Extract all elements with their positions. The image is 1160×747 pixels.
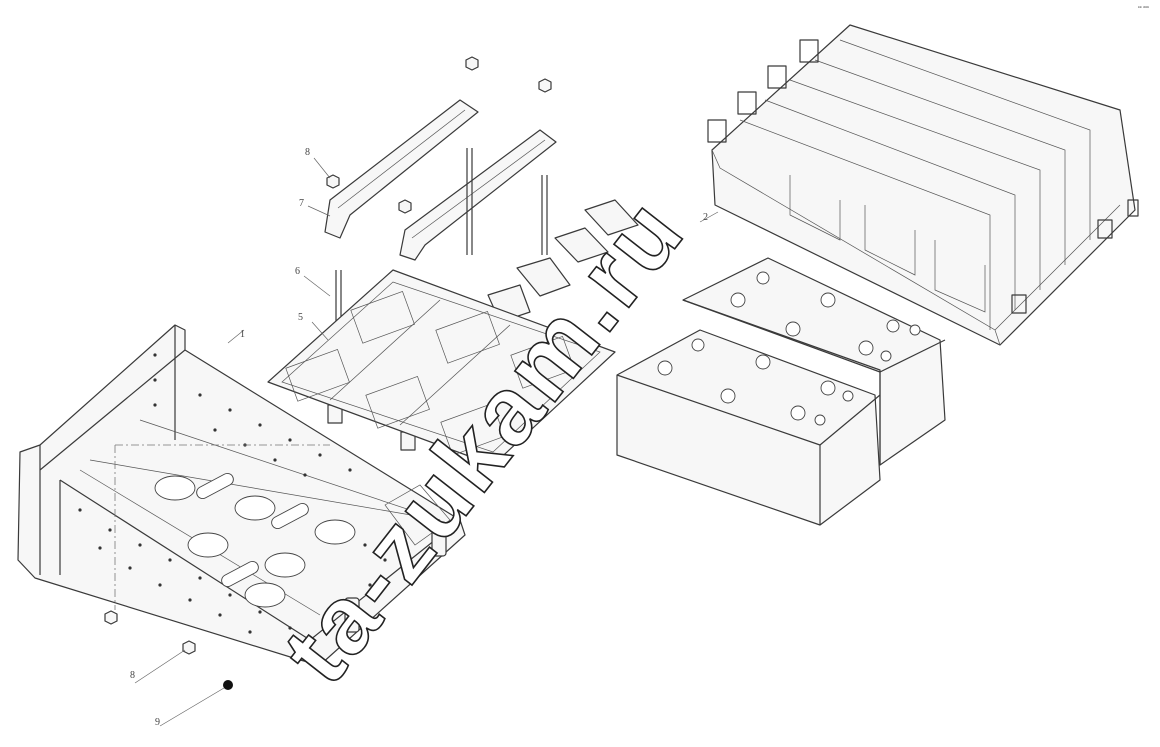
callout-labels: 1 2 5 6 7 8 8 9 bbox=[130, 147, 708, 728]
callout-8-top: 8 bbox=[305, 147, 310, 158]
callout-5: 5 bbox=[298, 312, 303, 323]
hold-down-bars bbox=[324, 99, 557, 261]
callout-9: 9 bbox=[155, 717, 160, 728]
callout-7: 7 bbox=[299, 198, 304, 209]
callout-6: 6 bbox=[295, 266, 300, 277]
callout-8-bottom: 8 bbox=[130, 670, 135, 681]
battery-frame bbox=[267, 269, 616, 466]
washer-9 bbox=[223, 680, 233, 690]
battery-front bbox=[616, 329, 881, 526]
callout-2: 2 bbox=[703, 212, 708, 223]
corner-mark: ᵉᵉ ᵃᵃᵃ bbox=[1138, 5, 1149, 11]
battery-cover bbox=[707, 24, 1139, 346]
battery-rear bbox=[682, 257, 946, 466]
callout-1: 1 bbox=[240, 329, 245, 340]
leader-lines bbox=[134, 157, 719, 727]
nuts bbox=[104, 56, 552, 690]
centerlines bbox=[114, 444, 330, 610]
battery-box bbox=[17, 324, 466, 666]
